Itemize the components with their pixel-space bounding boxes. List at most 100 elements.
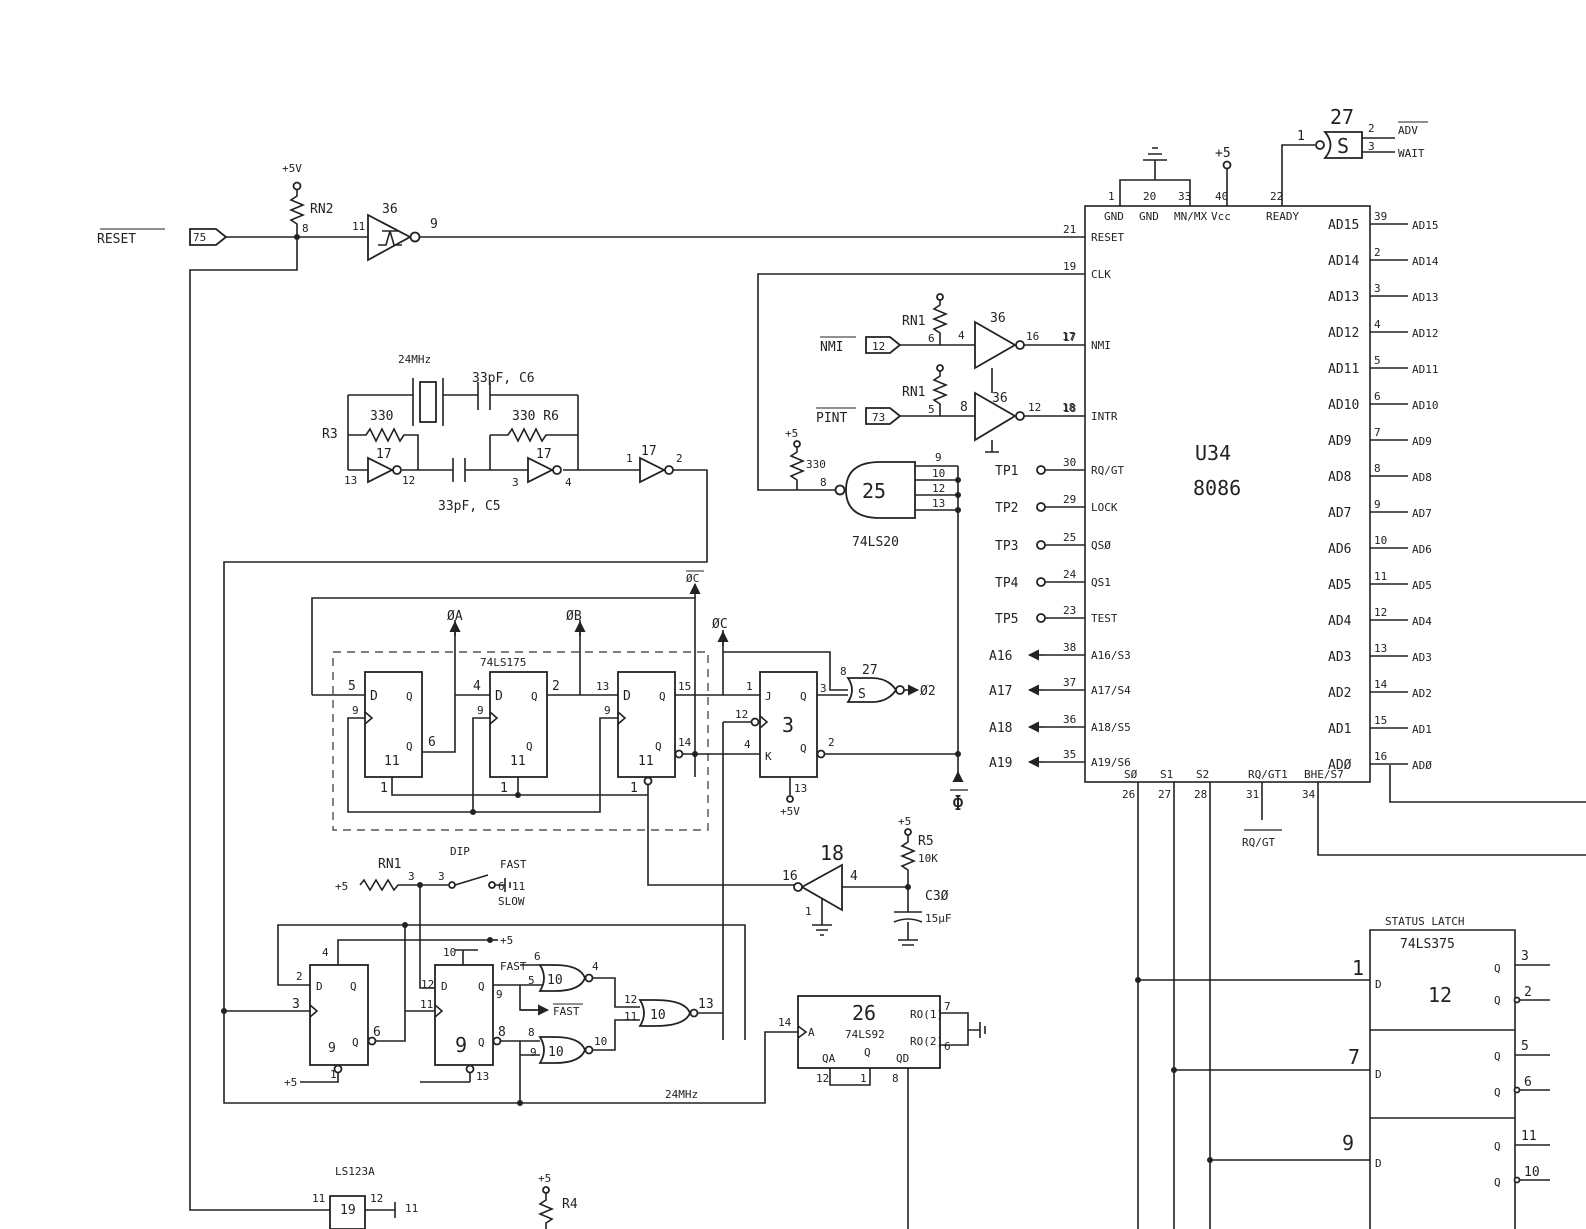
latch-junction-1 [1135, 977, 1141, 983]
u34-right-signal: AD15 [1412, 219, 1439, 232]
ff1-box [364, 671, 423, 778]
u34-top-pin-num: 20 [1143, 190, 1156, 203]
dip-sw-num2: 11 [512, 880, 525, 893]
jk3-j-label: J [765, 690, 772, 703]
nand25-ref: 25 [862, 479, 886, 503]
pint-signal: PINT [816, 411, 847, 426]
ffb-qbar-label: Q [478, 1036, 485, 1049]
u34-left-pin-name: RQ/GT [1091, 464, 1124, 477]
oscillator: 24MHz 33pF, C6 R3 330 330 R6 33pF, C5 17… [223, 353, 708, 1104]
u34-right-signal: ADØ [1412, 759, 1432, 772]
u34-right-signal: AD2 [1412, 687, 1432, 700]
u34-right-signal: AD9 [1412, 435, 1432, 448]
osc-inverter-1-ref: 17 [376, 447, 392, 462]
c5-plates [452, 458, 466, 482]
test-point-label: TP4 [995, 576, 1019, 591]
nand25-pin-9: 9 [935, 451, 942, 464]
ff2-q-pin: 2 [552, 679, 560, 694]
u34-right-pin-num: 9 [1374, 498, 1381, 511]
ad0-bus-wire [1389, 765, 1586, 803]
dip-ground [495, 878, 511, 892]
u34-bottom-pin-num: 26 [1122, 788, 1135, 801]
c30-val: 15µF [925, 912, 952, 925]
latch-q1: Q [1494, 962, 1501, 975]
u34-top-pin-name: MN/MX [1174, 210, 1207, 223]
u34-bottom-pin-name: BHE/S7 [1304, 768, 1344, 781]
jk3-q-label: Q [800, 690, 807, 703]
nand10-g3-ref: 10 [650, 1008, 666, 1023]
r330-supply: +5 [785, 427, 798, 440]
ff2-d-pin: 4 [473, 679, 481, 694]
ls123-wires [305, 1202, 396, 1218]
jk3-clk-mark [759, 715, 769, 729]
sch18-out: 16 [782, 869, 798, 884]
dip-resistor [359, 878, 448, 892]
u34-left-pin-name: RESET [1091, 231, 1124, 244]
jk-flipflop-3: J K Q Q 3 1 12 4 3 2 13 +5V [722, 671, 961, 1040]
latch-qb3-bubble [1513, 1176, 1521, 1184]
u34-right-pins: AD1539AD15AD142AD14AD133AD13AD124AD12AD1… [1328, 210, 1439, 773]
u34-bottom-pin-num: 28 [1194, 788, 1207, 801]
address-label: A16 [989, 649, 1012, 664]
latch-qb2: Q [1494, 1086, 1501, 1099]
jk3-wires [722, 694, 958, 1040]
u34-right-signal: AD1 [1412, 723, 1432, 736]
u34-right-pin-name: AD13 [1328, 290, 1359, 305]
pint-u34-pin: 18 [1062, 401, 1075, 414]
nmi-signal: NMI [820, 340, 843, 355]
test-point [1036, 502, 1046, 512]
u34-right-pin-num: 12 [1374, 606, 1387, 619]
u34-right-signal: AD7 [1412, 507, 1432, 520]
u34-right-pin-num: 10 [1374, 534, 1387, 547]
ff3-clk-pin: 9 [604, 704, 611, 717]
ls92-qd: QD [896, 1052, 909, 1065]
nand25-bubble [834, 484, 846, 496]
u34-bottom-pin-name: S2 [1196, 768, 1209, 781]
r4-resistor [537, 1193, 555, 1229]
ffa-clr-pin: 1 [330, 1068, 337, 1081]
dip-label: DIP [450, 845, 470, 858]
ls92-clk-mark [797, 1025, 808, 1039]
status-latch-ref: 12 [1428, 983, 1452, 1007]
ls92-ro1: RO(1) [910, 1008, 943, 1021]
u34-right-pin-name: AD9 [1328, 434, 1351, 449]
u34-right-pin-num: 15 [1374, 714, 1387, 727]
ff1-clr-pin: 1 [380, 781, 388, 796]
u34-top-pin-num: 1 [1108, 190, 1115, 203]
dip-fast: FAST [500, 858, 527, 871]
phase-c-bar-label: ØC [686, 572, 699, 585]
latch-d2: D [1375, 1068, 1382, 1081]
nand25-junction-1 [955, 477, 961, 483]
ff3-box [617, 671, 676, 778]
u34-left-pins: RESET21CLK19NMI17INTR18RQ/GT30LOCK29QSØ2… [989, 223, 1131, 771]
dip-sw-pin: 3 [438, 870, 445, 883]
u34-left-pin-name: A18/S5 [1091, 721, 1131, 734]
test-point [1036, 540, 1046, 550]
ff1-q-label: Q [406, 690, 413, 703]
u34-left-pin-name: QS1 [1091, 576, 1111, 589]
ffb-ref: 9 [455, 1033, 467, 1057]
nand10-g3-out: 13 [698, 997, 714, 1012]
latch-out-11: 11 [1521, 1129, 1537, 1144]
ready-gate-body [1323, 131, 1363, 159]
dip-slow: SLOW [498, 895, 525, 908]
c30-ref: C3Ø [925, 889, 949, 904]
test-point-label: TP2 [995, 501, 1018, 516]
u34-top-pin-name: GND [1139, 210, 1159, 223]
latch-out-10: 10 [1524, 1165, 1540, 1180]
address-label: A18 [989, 721, 1012, 736]
reset-gate-ref: 36 [382, 202, 398, 217]
crystal-label: 24MHz [398, 353, 431, 366]
test-point-label: TP5 [995, 612, 1018, 627]
u34-left-pin-name: TEST [1091, 612, 1118, 625]
adv-signal: ADV [1398, 124, 1418, 137]
ls92-a-label: A [808, 1026, 815, 1039]
dip-contact-1 [448, 881, 456, 889]
nmi-gate-in: 4 [958, 329, 965, 342]
r5-junction [905, 884, 911, 890]
nand10-g3-a: 12 [624, 993, 637, 1006]
clock-net-label: 24MHz [665, 1088, 698, 1101]
u34-right-pin-name: AD1 [1328, 722, 1351, 737]
u34-bottom-pin-name: RQ/GT1 [1248, 768, 1288, 781]
